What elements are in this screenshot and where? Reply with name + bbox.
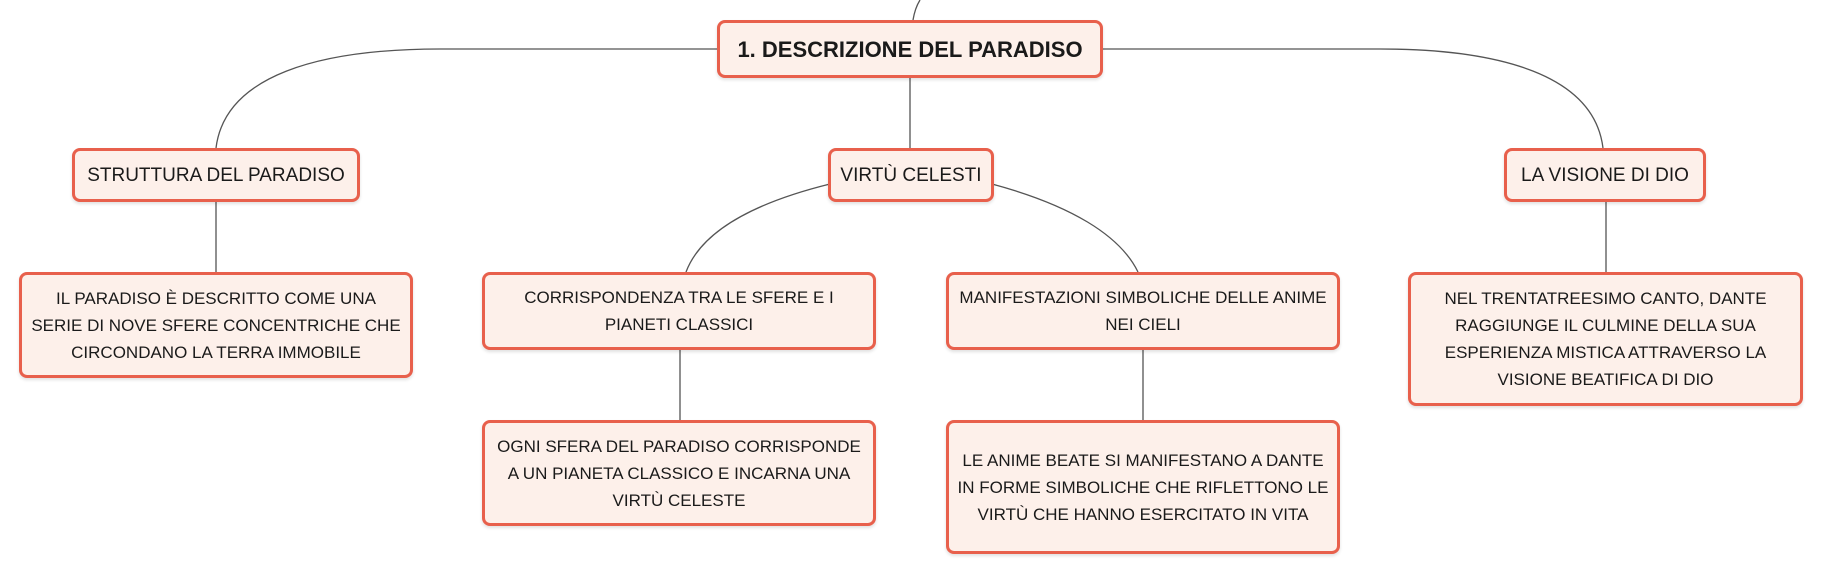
topic-corrispondenza-label: CORRISPONDENZA TRA LE SFERE E I PIANETI … — [524, 288, 834, 334]
connector-line-parent-to-root — [912, 0, 921, 21]
topic-visione-beatifica[interactable]: NEL TRENTATREESIMO CANTO, DANTE RAGGIUNG… — [1408, 272, 1803, 406]
branch-virtu-label: VIRTÙ CELESTI — [840, 164, 982, 186]
topic-manifestazioni-label: MANIFESTAZIONI SIMBOLICHE DELLE ANIME NE… — [959, 288, 1327, 334]
branch-la-visione-di-dio[interactable]: LA VISIONE DI DIO — [1504, 148, 1706, 202]
branch-struttura-label: STRUTTURA DEL PARADISO — [87, 164, 345, 186]
topic-manifestazioni-simboliche[interactable]: MANIFESTAZIONI SIMBOLICHE DELLE ANIME NE… — [946, 272, 1340, 350]
connector-line-root-to-visione — [1103, 48, 1604, 149]
topic-anime-beate-forme-simboliche[interactable]: LE ANIME BEATE SI MANIFESTANO A DANTE IN… — [946, 420, 1340, 554]
root-topic-label: 1. DESCRIZIONE DEL PARADISO — [737, 36, 1083, 62]
branch-visione-label: LA VISIONE DI DIO — [1521, 164, 1689, 186]
connector-line-virtu-to-manifestazioni — [991, 183, 1139, 273]
topic-anime-beate-label: LE ANIME BEATE SI MANIFESTANO A DANTE IN… — [957, 450, 1329, 524]
topic-sfera-pianeta-virtu-label: OGNI SFERA DEL PARADISO CORRISPONDE A UN… — [497, 436, 861, 510]
topic-visione-beatifica-label: NEL TRENTATREESIMO CANTO, DANTE RAGGIUNG… — [1444, 289, 1767, 389]
connector-line-root-to-struttura — [215, 48, 717, 149]
branch-virtu-celesti[interactable]: VIRTÙ CELESTI — [828, 148, 994, 202]
topic-paradiso-nove-sfere[interactable]: IL PARADISO È DESCRITTO COME UNA SERIE D… — [19, 272, 413, 378]
topic-sfera-pianeta-virtu[interactable]: OGNI SFERA DEL PARADISO CORRISPONDE A UN… — [482, 420, 876, 526]
topic-corrispondenza-sfere-pianeti[interactable]: CORRISPONDENZA TRA LE SFERE E I PIANETI … — [482, 272, 876, 350]
topic-paradiso-nove-sfere-label: IL PARADISO È DESCRITTO COME UNA SERIE D… — [31, 288, 401, 362]
root-topic[interactable]: 1. DESCRIZIONE DEL PARADISO — [717, 20, 1103, 78]
connector-line-virtu-to-corrispondenza — [685, 183, 831, 273]
branch-struttura-del-paradiso[interactable]: STRUTTURA DEL PARADISO — [72, 148, 360, 202]
